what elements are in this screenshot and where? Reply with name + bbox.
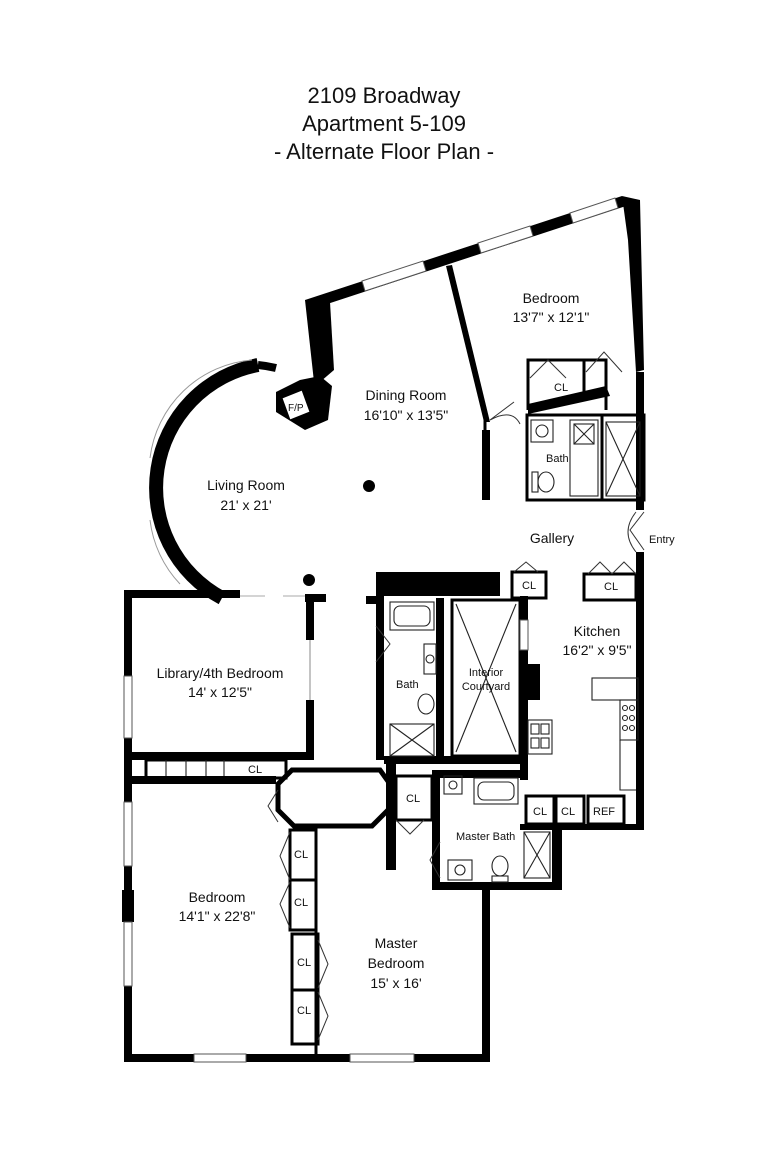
plan-title-block: 2109 Broadway Apartment 5-109 - Alternat… — [0, 82, 768, 166]
plan-address: 2109 Broadway — [307, 83, 461, 108]
bedroom-dining-partition — [446, 265, 490, 422]
entry: Entry — [627, 511, 675, 830]
mid-bath: Bath — [389, 601, 437, 757]
master-bedroom-name-2: Bedroom — [368, 955, 425, 971]
master-bath-label: Master Bath — [456, 831, 515, 843]
column-living — [303, 574, 315, 586]
closet-label: CL — [554, 382, 568, 394]
dining-room-name: Dining Room — [366, 387, 447, 403]
column-dining — [363, 480, 375, 492]
partition-stub — [482, 430, 490, 500]
svg-text:CL: CL — [297, 957, 311, 969]
fireplace-label: F/P — [288, 403, 304, 414]
svg-text:CL: CL — [297, 1005, 311, 1017]
central-closets: CL CL CL CL — [279, 828, 329, 1046]
mid-bath-label: Bath — [396, 679, 419, 691]
plan-apartment: Apartment 5-109 — [302, 111, 466, 136]
library-dims: 14' x 12'5" — [188, 684, 252, 700]
bedroom-door — [489, 401, 521, 425]
svg-text:CL: CL — [294, 849, 308, 861]
interior-courtyard: Interior Courtyard — [450, 598, 522, 758]
east-angled-wall — [622, 196, 644, 372]
plan-subtitle: - Alternate Floor Plan - — [273, 139, 495, 164]
library-walls — [123, 590, 326, 1062]
ne-closets: CL — [526, 351, 623, 414]
living-room-dims: 21' x 21' — [220, 497, 271, 513]
bedroom-ne-name: Bedroom — [523, 290, 580, 306]
svg-text:Interior: Interior — [469, 667, 504, 679]
master-bedroom-dims: 15' x 16' — [370, 975, 421, 991]
dining-room-dims: 16'10" x 13'5" — [364, 407, 449, 423]
svg-text:CL: CL — [406, 793, 420, 805]
master-closet: CL — [394, 774, 434, 835]
bedroom-sw-name: Bedroom — [189, 889, 246, 905]
svg-text:CL: CL — [604, 581, 618, 593]
hall-vestibule — [267, 762, 396, 1054]
hallway-walls — [366, 572, 528, 764]
dining-jog-wall — [305, 300, 334, 382]
svg-text:CL: CL — [561, 806, 575, 818]
fireplace: F/P — [276, 376, 332, 430]
bedroom-sw-dims: 14'1" x 22'8" — [179, 908, 256, 924]
svg-text:CL: CL — [294, 897, 308, 909]
north-facade-wall — [305, 196, 626, 310]
kitchen-dims: 16'2" x 9'5" — [563, 642, 632, 658]
entry-label: Entry — [649, 534, 675, 546]
svg-text:CL: CL — [522, 580, 536, 592]
svg-text:CL: CL — [533, 806, 547, 818]
svg-text:Courtyard: Courtyard — [462, 681, 510, 693]
ne-bath: Bath — [525, 413, 646, 502]
ne-bath-label: Bath — [546, 453, 569, 465]
living-room-name: Living Room — [207, 477, 285, 493]
gallery-closets: CL CL — [510, 561, 638, 602]
refrigerator-label: REF — [593, 806, 615, 818]
master-bedroom-name-1: Master — [375, 935, 418, 951]
living-room-bay-wall — [149, 358, 277, 605]
svg-text:CL: CL — [248, 764, 262, 776]
library-closet: CL — [144, 758, 288, 780]
library-name: Library/4th Bedroom — [157, 665, 284, 681]
master-bath: Master Bath — [429, 770, 562, 890]
gallery-label: Gallery — [530, 530, 574, 546]
kitchen-fixtures: CL CL REF — [519, 596, 644, 830]
master-bedroom-east-wall — [482, 886, 490, 1062]
bedroom-ne-dims: 13'7" x 12'1" — [513, 309, 590, 325]
sw-bedroom-walls — [122, 776, 490, 1063]
kitchen-name: Kitchen — [574, 623, 621, 639]
